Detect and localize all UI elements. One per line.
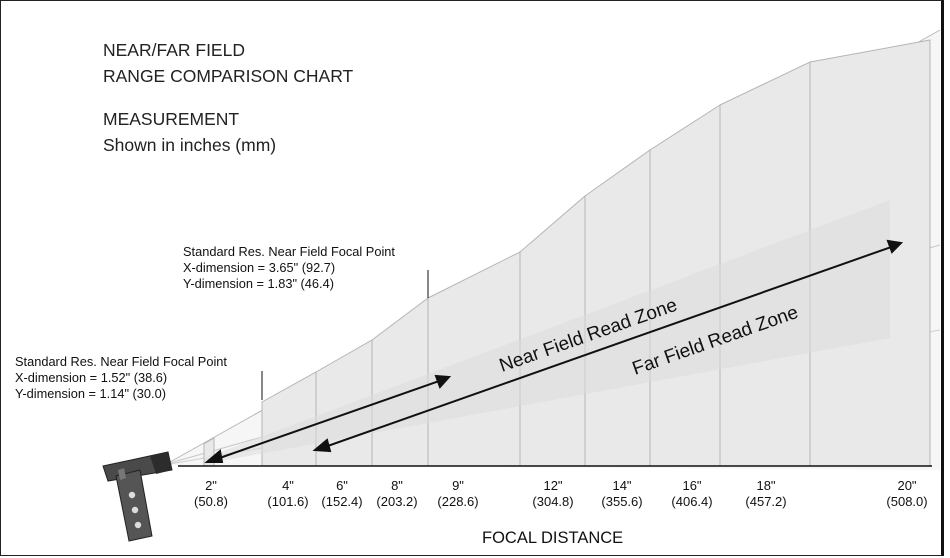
- callout-far-focal-point: Standard Res. Near Field Focal Point X-d…: [183, 244, 395, 292]
- tick-label: 18"(457.2): [745, 478, 787, 509]
- callout-far-y-dimension: Y-dimension = 1.83" (46.4): [183, 276, 334, 291]
- measurement-note: Shown in inches (mm): [103, 135, 277, 155]
- tick-label: 9"(228.6): [437, 478, 479, 509]
- tick-label: 14"(355.6): [601, 478, 643, 509]
- tick-label: 2"(50.8): [194, 478, 228, 509]
- axis-label: FOCAL DISTANCE: [482, 529, 624, 547]
- callout-far-title: Standard Res. Near Field Focal Point: [183, 244, 395, 259]
- callout-near-title: Standard Res. Near Field Focal Point: [15, 354, 227, 369]
- callout-near-x-dimension: X-dimension = 1.52" (38.6): [15, 370, 168, 385]
- tick-label: 20"(508.0): [886, 478, 928, 509]
- scanner-device-illustration: [102, 451, 173, 542]
- tick-label: 4"(101.6): [267, 478, 309, 509]
- chart-title-line1: NEAR/FAR FIELD: [103, 40, 245, 60]
- callout-near-focal-point: Standard Res. Near Field Focal Point X-d…: [15, 354, 227, 402]
- tick-label: 16"(406.4): [671, 478, 713, 509]
- near-zone-arrow: [204, 374, 452, 463]
- far-zone-band: [205, 200, 890, 464]
- tick-label: 8"(203.2): [376, 478, 418, 509]
- callout-far-x-dimension: X-dimension = 3.65" (92.7): [183, 260, 336, 275]
- callout-near-y-dimension: Y-dimension = 1.14" (30.0): [15, 386, 166, 401]
- tick-label: 6"(152.4): [321, 478, 363, 509]
- tick-label: 12"(304.8): [532, 478, 574, 509]
- chart-title-line2: RANGE COMPARISON CHART: [103, 66, 354, 86]
- far-zone-arrow: [312, 239, 904, 453]
- measurement-heading: MEASUREMENT: [103, 109, 240, 129]
